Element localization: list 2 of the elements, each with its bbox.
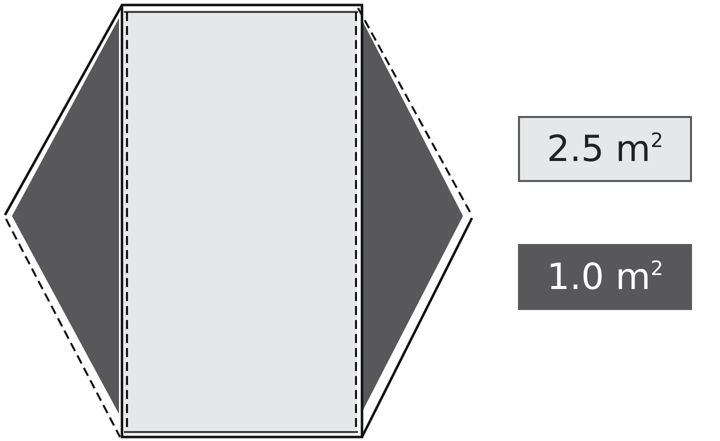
legend-label: 2.5 m$^{2}$ — [546, 128, 664, 170]
legend-label: 1.0 m$^{2}$ — [546, 256, 664, 298]
